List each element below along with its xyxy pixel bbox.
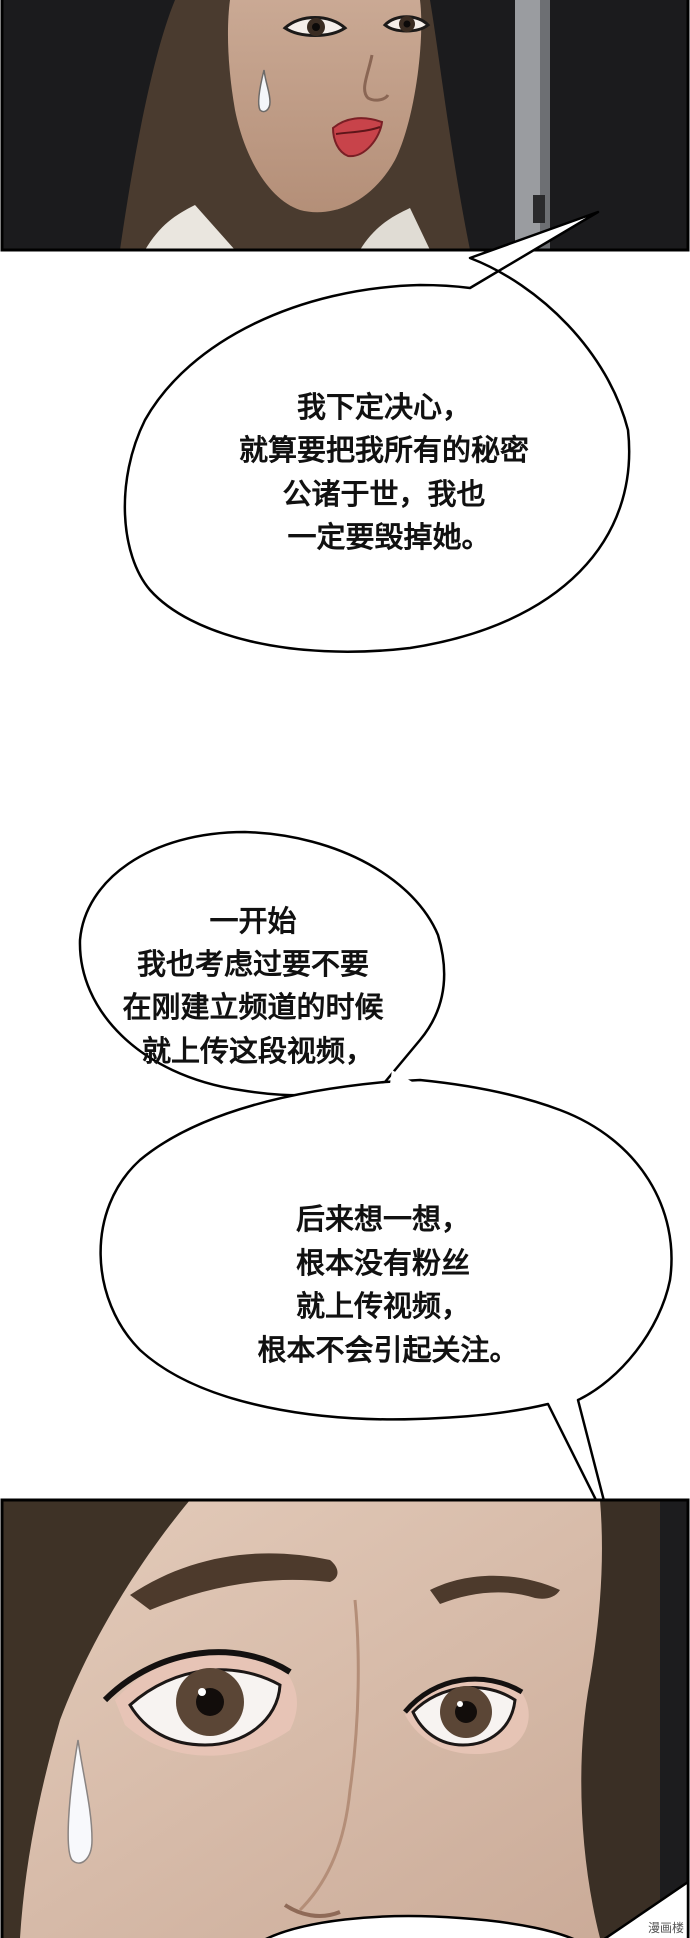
door-frame-shadow: [540, 0, 550, 250]
collar-right: [360, 208, 430, 250]
speech-bubble-1: [123, 210, 631, 653]
left-eye: [282, 16, 348, 37]
bubble-2-line-1: 一开始: [209, 904, 296, 938]
bubble-3-line-4: 根本不会引起关注。: [257, 1333, 518, 1367]
bubble-3-line-3: 就上传视频，: [296, 1289, 470, 1323]
nose-bridge: [298, 1599, 360, 1912]
bubble-1-line-4: 一定要毁掉她。: [287, 520, 490, 554]
speech-bubble-4-partial: [265, 1914, 575, 1938]
bubble-2-line-4: 就上传这段视频，: [142, 1034, 374, 1068]
bubble-2-text: 一开始 我也考虑过要不要 在刚建立频道的时候 就上传这段视频，: [122, 904, 393, 1068]
background-dark-right: [660, 1500, 688, 1938]
bottom-panel: [2, 1500, 688, 1938]
nostril: [283, 1903, 341, 1918]
watermark: 漫画楼: [648, 1920, 684, 1935]
face: [227, 0, 422, 213]
lips: [331, 117, 384, 158]
sweat-drop: [257, 69, 271, 113]
right-eye: [382, 15, 431, 33]
collar: [145, 205, 235, 250]
bubble-3-line-1: 后来想一想，: [296, 1202, 470, 1236]
bubble-seam-cover: [388, 1070, 418, 1100]
right-eye-closeup: [403, 1676, 529, 1755]
bubble-2-line-3: 在刚建立频道的时候: [122, 990, 384, 1024]
bottom-panel-border: [0, 1498, 690, 1938]
bubble-3-line-2: 根本没有粉丝: [296, 1246, 470, 1280]
bubble-2-line-2: 我也考虑过要不要: [137, 947, 369, 981]
left-eye-closeup: [102, 1649, 297, 1756]
left-eyebrow: [130, 1553, 338, 1610]
door-hinge: [533, 195, 545, 223]
bubble-1-line-2: 就算要把我所有的秘密: [239, 433, 529, 467]
speech-bubble-2: [78, 830, 446, 1097]
bubble-1-line-1: 我下定决心，: [297, 390, 471, 424]
sweat-drop-closeup: [67, 1739, 93, 1864]
bubble-3-text: 后来想一想， 根本没有粉丝 就上传视频， 根本不会引起关注。: [257, 1202, 518, 1367]
nose: [363, 54, 390, 102]
lips-line: [335, 126, 381, 135]
hair-left: [2, 1500, 190, 1938]
speech-bubble-4-tail: [603, 1879, 690, 1938]
right-eyebrow: [430, 1575, 560, 1604]
bubble-1-text: 我下定决心， 就算要把我所有的秘密 公诸于世，我也 一定要毁掉她。: [239, 390, 539, 554]
speech-bubble-3: [99, 1078, 673, 1534]
bubble-1-line-3: 公诸于世，我也: [282, 477, 485, 511]
top-panel-border: [0, 0, 690, 252]
top-panel: [2, 0, 688, 250]
